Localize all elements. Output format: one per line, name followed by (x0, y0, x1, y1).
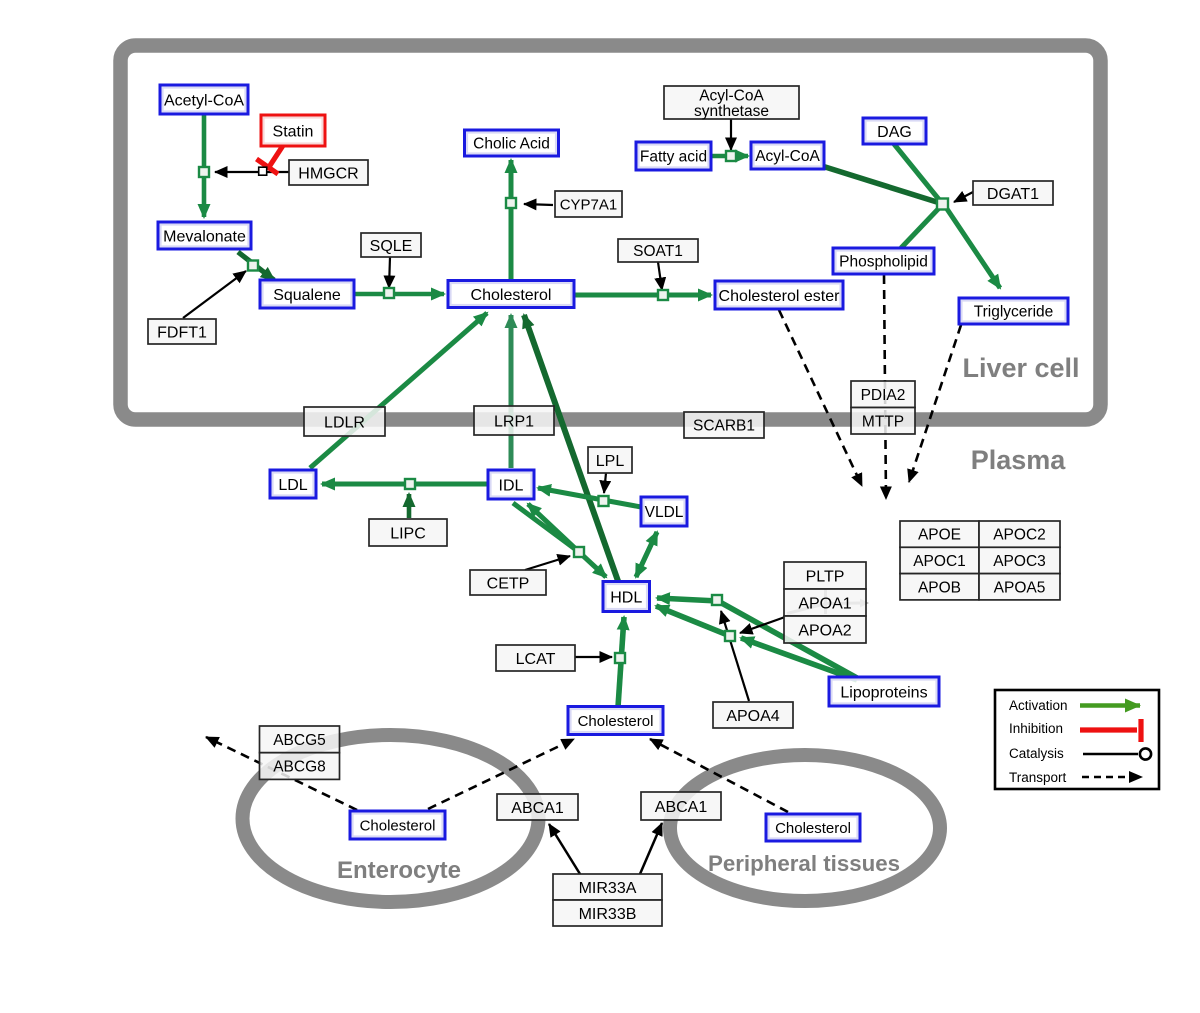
svg-text:Plasma: Plasma (971, 445, 1067, 475)
svg-text:Lipoproteins: Lipoproteins (840, 684, 927, 701)
svg-text:Cholesterol: Cholesterol (578, 713, 654, 730)
svg-text:APOA2: APOA2 (798, 622, 851, 639)
svg-text:Squalene: Squalene (273, 287, 341, 304)
svg-text:APOC2: APOC2 (993, 527, 1046, 544)
svg-text:FDFT1: FDFT1 (157, 324, 207, 341)
svg-text:ABCA1: ABCA1 (655, 799, 708, 816)
svg-text:CYP7A1: CYP7A1 (560, 196, 618, 213)
svg-text:APOB: APOB (918, 579, 961, 596)
svg-text:Cholesterol: Cholesterol (360, 817, 436, 834)
svg-text:MTTP: MTTP (862, 413, 904, 430)
svg-text:APOA4: APOA4 (726, 708, 779, 725)
svg-text:HMGCR: HMGCR (298, 165, 358, 182)
svg-text:PDIA2: PDIA2 (861, 387, 906, 404)
svg-text:Catalysis: Catalysis (1009, 746, 1064, 761)
svg-text:Acyl-CoA: Acyl-CoA (699, 87, 764, 104)
svg-text:LIPC: LIPC (390, 525, 426, 542)
svg-text:ABCG8: ABCG8 (273, 759, 326, 776)
svg-text:Acetyl-CoA: Acetyl-CoA (164, 92, 244, 109)
svg-text:VLDL: VLDL (645, 504, 684, 521)
svg-text:Activation: Activation (1009, 698, 1068, 713)
svg-text:ABCA1: ABCA1 (511, 800, 564, 817)
svg-text:DGAT1: DGAT1 (987, 186, 1039, 203)
svg-text:LDLR: LDLR (324, 414, 365, 431)
svg-text:Cholesterol: Cholesterol (775, 820, 851, 837)
svg-text:Cholesterol: Cholesterol (471, 287, 552, 304)
svg-text:Phospholipid: Phospholipid (839, 254, 928, 271)
svg-text:Triglyceride: Triglyceride (974, 304, 1054, 321)
svg-text:MIR33B: MIR33B (579, 906, 637, 923)
svg-text:MIR33A: MIR33A (579, 880, 637, 897)
svg-text:Liver cell: Liver cell (962, 353, 1079, 383)
svg-text:APOA5: APOA5 (994, 579, 1046, 596)
svg-text:LRP1: LRP1 (494, 413, 534, 430)
svg-text:APOE: APOE (918, 527, 961, 544)
svg-text:SCARB1: SCARB1 (693, 418, 755, 435)
svg-text:APOA1: APOA1 (798, 595, 851, 612)
svg-text:Peripheral tissues: Peripheral tissues (708, 851, 900, 876)
svg-text:Fatty acid: Fatty acid (640, 149, 707, 166)
svg-text:LDL: LDL (278, 477, 307, 494)
svg-text:synthetase: synthetase (694, 103, 769, 120)
svg-text:Inhibition: Inhibition (1009, 721, 1063, 736)
svg-text:Enterocyte: Enterocyte (337, 857, 461, 884)
svg-text:SQLE: SQLE (370, 238, 413, 255)
svg-text:APOC3: APOC3 (993, 553, 1046, 570)
svg-text:Cholesterol ester: Cholesterol ester (719, 288, 841, 305)
svg-text:SOAT1: SOAT1 (633, 243, 683, 260)
svg-text:LCAT: LCAT (516, 651, 556, 668)
svg-text:Cholic Acid: Cholic Acid (473, 136, 550, 153)
svg-text:CETP: CETP (487, 575, 530, 592)
svg-text:DAG: DAG (877, 124, 912, 141)
svg-text:APOC1: APOC1 (913, 553, 966, 570)
svg-text:LPL: LPL (596, 453, 625, 470)
svg-text:HDL: HDL (610, 589, 642, 606)
svg-text:PLTP: PLTP (806, 568, 845, 585)
svg-text:Mevalonate: Mevalonate (163, 228, 246, 245)
svg-text:Statin: Statin (273, 123, 314, 140)
svg-text:ABCG5: ABCG5 (273, 732, 326, 749)
svg-text:Acyl-CoA: Acyl-CoA (755, 148, 820, 165)
svg-text:Transport: Transport (1009, 770, 1067, 785)
svg-text:IDL: IDL (499, 477, 524, 494)
